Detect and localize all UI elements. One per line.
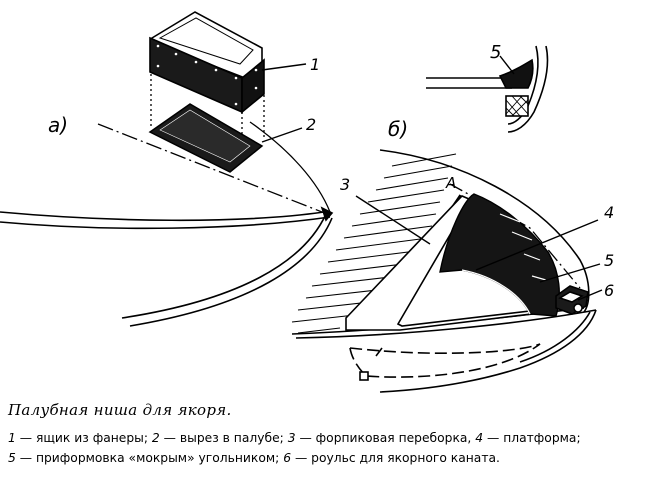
- legend-text: — приформовка «мокрым» угольником;: [15, 451, 284, 465]
- legend-num: 2: [151, 431, 160, 445]
- bow-hull-outline: [291, 149, 597, 393]
- legend-num: 1: [8, 431, 16, 445]
- callout-2: 2: [306, 115, 316, 134]
- legend-item: 2 — вырез в палубе;: [152, 431, 288, 445]
- legend-text: — ящик из фанеры;: [15, 431, 152, 445]
- anchor-niche-diagram: A: [0, 11, 614, 393]
- platform: [439, 193, 560, 317]
- legend-text: — роульс для якорного каната.: [291, 451, 500, 465]
- legend-item: 5 — приформовка «мокрым» угольником;: [8, 451, 283, 465]
- legend-item: 6 — роульс для якорного каната.: [283, 451, 500, 465]
- legend-num: 3: [287, 431, 296, 445]
- inset-detail: [426, 45, 549, 133]
- label-b: б): [388, 117, 408, 141]
- section-mark: A: [445, 174, 456, 192]
- legend-num: 6: [283, 451, 292, 465]
- label-a: а): [48, 113, 68, 137]
- legend-item: 1 — ящик из фанеры;: [8, 431, 152, 445]
- callout-1: 1: [310, 55, 320, 74]
- projection-lines: [150, 74, 265, 140]
- callout-3: 3: [340, 175, 350, 194]
- legend-item: 3 — форпиковая переборка,: [288, 431, 476, 445]
- callout-5-inset: 5: [490, 42, 501, 63]
- plywood-box: [149, 11, 265, 114]
- leader-lines: [261, 55, 603, 301]
- hull-side-view: [0, 121, 334, 327]
- callout-4: 4: [604, 203, 614, 222]
- legend-num: 5: [8, 451, 16, 465]
- caption-legend: 1 — ящик из фанеры; 2 — вырез в палубе; …: [8, 428, 648, 468]
- legend-text: — платформа;: [483, 431, 581, 445]
- callout-6: 6: [604, 281, 614, 300]
- callout-5: 5: [604, 251, 614, 270]
- legend-text: — форпиковая переборка,: [295, 431, 476, 445]
- legend-item: 4 — платформа;: [475, 431, 580, 445]
- bow-roller: [555, 285, 589, 315]
- legend-num: 4: [475, 431, 484, 445]
- caption-title: Палубная ниша для якоря.: [8, 401, 232, 419]
- legend-text: — вырез в палубе;: [159, 431, 288, 445]
